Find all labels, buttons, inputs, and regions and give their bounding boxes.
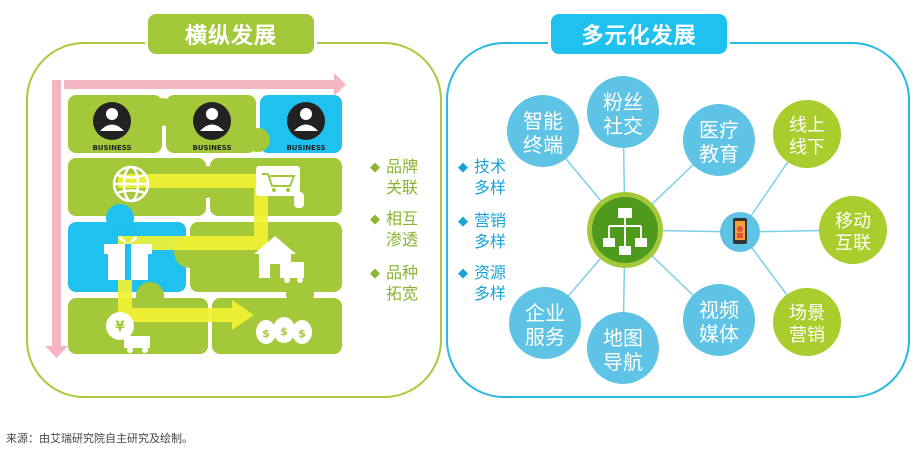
- business-label-2: BUSINESS: [192, 144, 231, 152]
- svg-text:$: $: [280, 325, 288, 338]
- horizontal-vertical-title: 横纵发展: [148, 14, 314, 54]
- source-note: 来源：由艾瑞研究院自主研究及绘制。: [6, 432, 193, 445]
- node-label-line2: 社交: [603, 114, 643, 138]
- node-label-line2: 终端: [523, 133, 563, 157]
- svg-text:¥: ¥: [115, 319, 125, 335]
- axis-arrows: [45, 73, 346, 358]
- business-icon-3: [287, 102, 325, 140]
- gift-icon: [104, 235, 152, 280]
- yen-cart-icon: ¥: [106, 312, 150, 353]
- node-label-line1: 移动: [835, 211, 871, 232]
- business-label-3: BUSINESS: [286, 144, 325, 152]
- phone-icon: [733, 218, 747, 244]
- svg-text:$: $: [262, 327, 270, 340]
- flow-track: [118, 174, 268, 330]
- node-circle: [819, 196, 887, 264]
- diversified-title: 多元化发展: [551, 14, 727, 54]
- node-label-line1: 线上: [789, 115, 825, 136]
- node-label-line1: 场景: [789, 303, 825, 324]
- business-icon-1: [93, 102, 131, 140]
- node-label-line2: 教育: [699, 142, 739, 166]
- node-circle: [683, 284, 755, 356]
- node-label-line1: 企业: [525, 301, 565, 325]
- node-circle: [507, 95, 579, 167]
- node-label-line1: 医疗: [699, 118, 739, 142]
- svg-text:$: $: [298, 327, 306, 340]
- node-label-line2: 媒体: [699, 322, 739, 346]
- network-nodes: 智能终端粉丝社交医疗教育企业服务地图导航视频媒体线上线下移动互联场景营销: [507, 76, 887, 384]
- node-label-line2: 导航: [603, 350, 643, 374]
- house-truck-icon: [254, 236, 304, 283]
- node-label-line2: 线下: [789, 137, 825, 158]
- node-circle: [773, 100, 841, 168]
- node-circle: [683, 104, 755, 176]
- node-label-line1: 视频: [699, 298, 739, 322]
- business-label-1: BUSINESS: [92, 144, 131, 152]
- node-label-line1: 地图: [603, 326, 643, 350]
- node-label-line2: 互联: [835, 233, 871, 254]
- node-circle: [587, 312, 659, 384]
- node-circle: [773, 288, 841, 356]
- node-label-line1: 智能: [523, 109, 563, 133]
- node-label-line2: 服务: [525, 325, 565, 349]
- shopping-cart-icon: [256, 166, 304, 208]
- node-circle: [509, 287, 581, 359]
- money-bags-icon: $ $ $: [256, 317, 312, 344]
- business-icon-2: [193, 102, 231, 140]
- org-chart-icon: [603, 208, 647, 255]
- globe-icon: [112, 165, 150, 203]
- node-label-line2: 营销: [789, 325, 825, 346]
- node-label-line1: 粉丝: [603, 90, 643, 114]
- node-circle: [587, 76, 659, 148]
